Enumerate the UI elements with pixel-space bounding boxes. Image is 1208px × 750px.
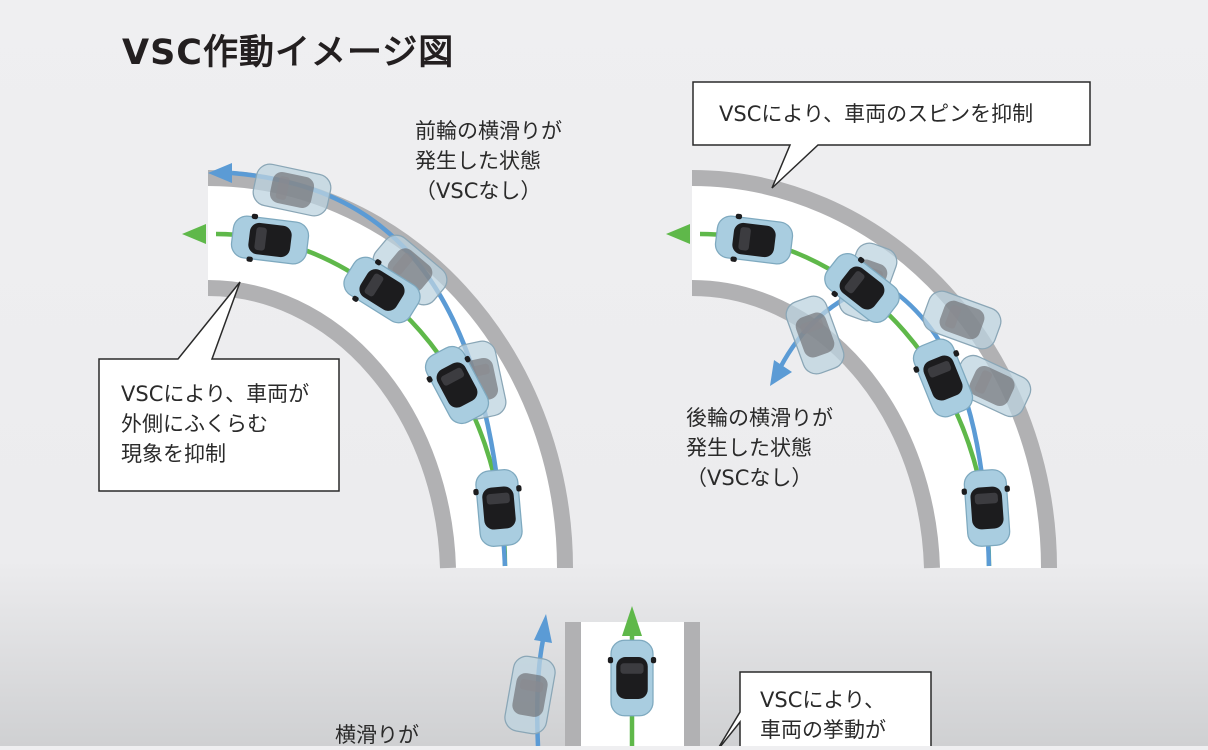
oversteer-callout-text: VSCにより、車両のスピンを抑制 xyxy=(719,99,1033,129)
callout-line: VSCにより、 xyxy=(760,688,886,712)
road-inner-edge xyxy=(207,280,456,569)
with-vsc-arrow-icon xyxy=(182,224,206,244)
page-title: VSC作動イメージ図 xyxy=(122,33,455,73)
oversteer-panel xyxy=(666,81,1091,569)
label-line: （VSCなし） xyxy=(686,466,813,490)
label-line: 後輪の横滑りが xyxy=(686,406,833,430)
car-icon xyxy=(471,467,527,549)
label-line: （VSCなし） xyxy=(415,179,542,203)
car-icon xyxy=(607,639,657,717)
straight-callout-text: VSCにより、 車両の挙動が xyxy=(760,685,886,745)
with-vsc-arrow-icon xyxy=(666,224,690,244)
oversteer-callout-box xyxy=(692,81,1091,189)
without-vsc-arrow-icon xyxy=(770,360,792,386)
without-vsc-arrow-icon xyxy=(534,614,552,643)
label-line: 発生した状態 xyxy=(686,436,812,460)
callout-line: 外側にふくらむ xyxy=(121,412,268,436)
callout-line: 現象を抑制 xyxy=(121,442,226,466)
with-vsc-arrow-icon xyxy=(622,606,642,636)
understeer-panel xyxy=(98,160,573,569)
label-line: 横滑りが xyxy=(335,723,419,747)
callout-line: 車両の挙動が xyxy=(760,718,886,742)
straight-condition-label: 横滑りが xyxy=(335,720,419,750)
road-inner-edge xyxy=(691,280,940,569)
without-vsc-arrow-icon xyxy=(208,163,232,183)
road-right-edge xyxy=(684,622,700,746)
label-line: 前輪の横滑りが xyxy=(415,119,562,143)
understeer-callout-box xyxy=(98,281,340,492)
callout-line: VSCにより、車両のスピンを抑制 xyxy=(719,102,1034,126)
callout-line: VSCにより、車両が xyxy=(121,382,310,406)
oversteer-condition-label: 後輪の横滑りが 発生した状態 （VSCなし） xyxy=(686,403,833,493)
car-icon xyxy=(502,653,558,737)
straight-callout-box xyxy=(718,671,932,746)
understeer-condition-label: 前輪の横滑りが 発生した状態 （VSCなし） xyxy=(415,116,562,206)
understeer-callout-text: VSCにより、車両が 外側にふくらむ 現象を抑制 xyxy=(121,379,309,469)
label-line: 発生した状態 xyxy=(415,149,541,173)
car-icon xyxy=(959,467,1015,549)
straight-panel xyxy=(502,606,932,746)
road-left-edge xyxy=(565,622,581,746)
